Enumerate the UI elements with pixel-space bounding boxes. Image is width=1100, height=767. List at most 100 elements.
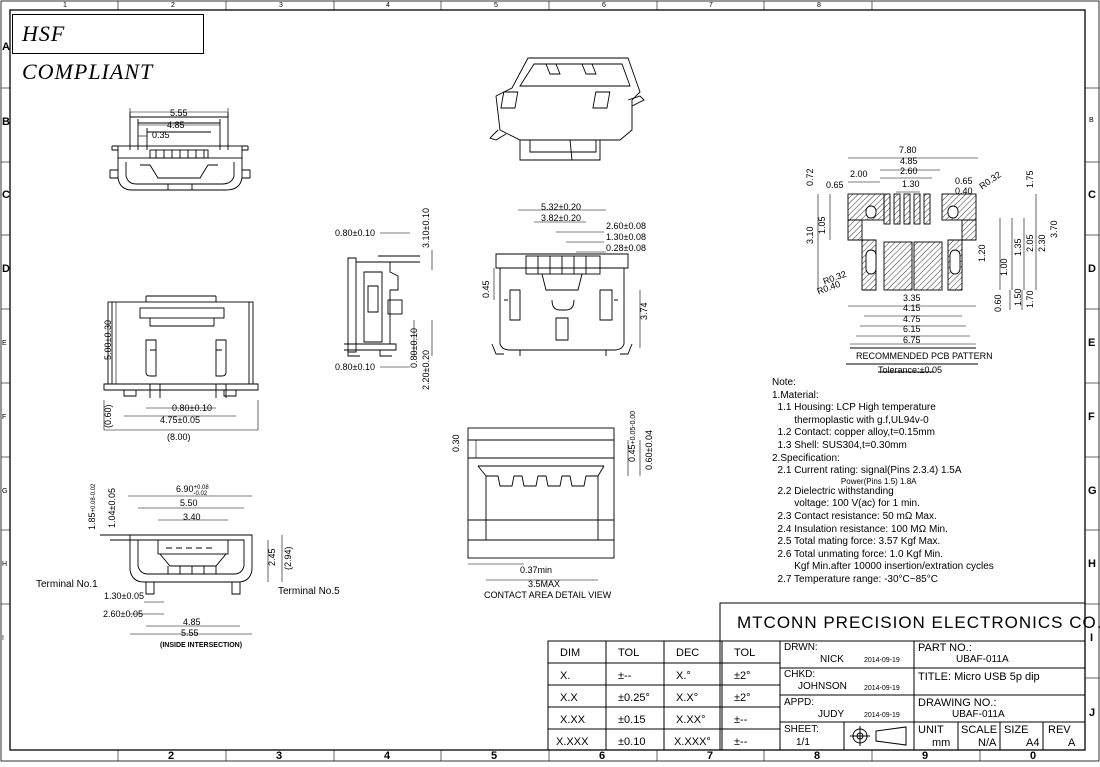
note-line: Note: xyxy=(772,377,796,388)
part-no-value: UBAF-011A xyxy=(956,654,1009,665)
dim-side-3-10: 3.10±0.10 xyxy=(421,208,431,248)
dim-pcb-0-65-right: 0.65 xyxy=(955,176,973,186)
note-line: Kgf Min.after 10000 insertion/extration … xyxy=(772,561,994,573)
grid-right-J: J xyxy=(1089,707,1096,719)
dim-pcb-2-00: 2.00 xyxy=(850,169,868,179)
terminal-5-label: Terminal No.5 xyxy=(278,586,340,597)
tol-cell: X.XX xyxy=(560,714,586,726)
dim-side-0-80-bottom: 0.80±0.10 xyxy=(335,362,375,372)
chkd-name: JOHNSON xyxy=(798,681,847,692)
grid-left-I: I xyxy=(2,635,4,642)
grid-top-3: 3 xyxy=(279,2,283,9)
dim-pcb-2-05: 2.05 xyxy=(1025,234,1035,252)
grid-right-H: H xyxy=(1088,558,1096,570)
dim-pcb-6-75: 6.75 xyxy=(903,335,921,345)
dimension-lines xyxy=(103,108,1037,635)
grid-right-B: B xyxy=(1089,117,1094,124)
note-line: 1.Material: xyxy=(772,389,819,401)
tol-cell: X.X° xyxy=(676,692,699,704)
dim-pcb-3-10: 3.10 xyxy=(805,226,815,244)
grid-left-D: D xyxy=(2,263,10,275)
dim-bottom-1-30: 1.30±0.05 xyxy=(104,591,144,601)
hsf-compliant-badge: HSF COMPLIANT xyxy=(12,14,204,84)
dim-pcb-3-70: 3.70 xyxy=(1049,220,1059,238)
tol-header-tol2: TOL xyxy=(734,647,756,659)
terminal-1-label: Terminal No.1 xyxy=(36,579,98,590)
contact-detail-title: CONTACT AREA DETAIL VIEW xyxy=(484,590,612,600)
grid-left-C: C xyxy=(2,189,10,201)
grid-bottom-6: 6 xyxy=(599,750,606,762)
grid-left-B: B xyxy=(2,116,10,128)
grid-top-8: 8 xyxy=(817,2,821,9)
note-line: voltage: 100 V(ac) for 1 min. xyxy=(772,498,920,510)
dim-top-5-55: 5.55 xyxy=(170,108,188,118)
title-value: Micro USB 5p dip xyxy=(954,671,1040,683)
dim-bottom-1-85: 1.85+0.08-0.02 xyxy=(87,483,97,530)
tol-cell: ±2° xyxy=(734,692,751,704)
grid-bottom-0: 0 xyxy=(1030,750,1037,762)
dim-front-0-80: 0.80±0.10 xyxy=(172,403,212,413)
part-no-label: PART NO.: xyxy=(918,642,972,654)
dim-pcb-1-20: 1.20 xyxy=(977,244,987,262)
note-line: 2.1 Current rating: signal(Pins 2.3.4) 1… xyxy=(772,465,962,477)
grid-bottom-9: 9 xyxy=(922,750,929,762)
grid-left-E: E xyxy=(2,340,7,347)
dim-center-0-28: 0.28±0.08 xyxy=(606,243,646,253)
tol-header-dec: DEC xyxy=(676,647,700,659)
unit-label: UNIT xyxy=(918,724,944,736)
grid-top-7: 7 xyxy=(709,2,713,9)
drwn-name: NICK xyxy=(820,654,844,665)
chkd-label: CHKD: xyxy=(784,669,816,680)
side-view xyxy=(344,255,420,357)
appd-name: JUDY xyxy=(818,709,845,720)
front-view xyxy=(103,295,259,398)
drawing-no-label: DRAWING NO.: xyxy=(918,697,997,709)
grid-top-1: 1 xyxy=(63,2,67,9)
pcb-pattern-title: RECOMMENDED PCB PATTERN xyxy=(856,351,993,361)
dim-pcb-2-30: 2.30 xyxy=(1037,234,1047,252)
note-line: 2.7 Temperature range: -30°C~85°C xyxy=(772,573,938,585)
center-view xyxy=(491,253,633,356)
dim-pcb-1-50: 1.50 xyxy=(1013,288,1023,306)
dim-top-4-85: 4.85 xyxy=(167,120,185,130)
grid-bottom-4: 4 xyxy=(384,750,391,762)
dim-side-2-20: 2.20±0.20 xyxy=(421,350,431,390)
unit-value: mm xyxy=(932,737,951,749)
dim-pcb-1-30: 1.30 xyxy=(902,179,920,189)
dim-pcb-4-15: 4.15 xyxy=(903,303,921,313)
rev-value: A xyxy=(1068,737,1076,749)
size-value: A4 xyxy=(1026,737,1040,749)
grid-bottom-5: 5 xyxy=(491,750,498,762)
contact-detail-view xyxy=(467,427,615,559)
pcb-tolerance: Tolerance:±0.05 xyxy=(878,365,942,375)
dim-front-4-75: 4.75±0.05 xyxy=(160,415,200,425)
grid-top-2: 2 xyxy=(171,2,175,9)
dim-center-3-82: 3.82±0.20 xyxy=(541,213,581,223)
dim-contact-0-30: 0.30 xyxy=(451,434,461,452)
drwn-label: DRWN: xyxy=(784,642,818,653)
notes-block: Note: 1.Material: 1.1 Housing: LCP High … xyxy=(772,377,994,587)
dim-bottom-5-55: 5.55 xyxy=(181,628,199,638)
grid-top-6: 6 xyxy=(602,2,606,9)
grid-left-G: G xyxy=(2,488,8,495)
dim-contact-0-37: 0.37min xyxy=(520,565,553,575)
dim-center-3-74: 3.74 xyxy=(639,302,649,320)
iso-view xyxy=(489,57,645,161)
dim-pcb-0-72: 0.72 xyxy=(805,168,815,186)
dim-top-0-35: 0.35 xyxy=(152,130,170,140)
company-name: MTCONN PRECISION ELECTRONICS CO.,LTD xyxy=(737,613,1100,632)
dim-bottom-5-50: 5.50 xyxy=(180,498,198,508)
grid-bottom-7: 7 xyxy=(707,750,714,762)
note-line: 1.2 Contact: copper alloy,t=0.15mm xyxy=(772,427,935,439)
tol-cell: X. xyxy=(560,670,571,682)
grid-right-D: D xyxy=(1088,263,1096,275)
grid-right-I: I xyxy=(1090,632,1094,644)
dim-bottom-2-94: (2.94) xyxy=(283,546,293,570)
dim-pcb-0-60: 0.60 xyxy=(993,294,1003,312)
dim-bottom-1-04: 1.04±0.05 xyxy=(107,488,117,528)
grid-right-F: F xyxy=(1088,411,1095,423)
note-line: 1.1 Housing: LCP High temperature xyxy=(772,402,936,414)
dim-pcb-1-75: 1.75 xyxy=(1025,170,1035,188)
grid-left-A: A xyxy=(2,41,10,53)
